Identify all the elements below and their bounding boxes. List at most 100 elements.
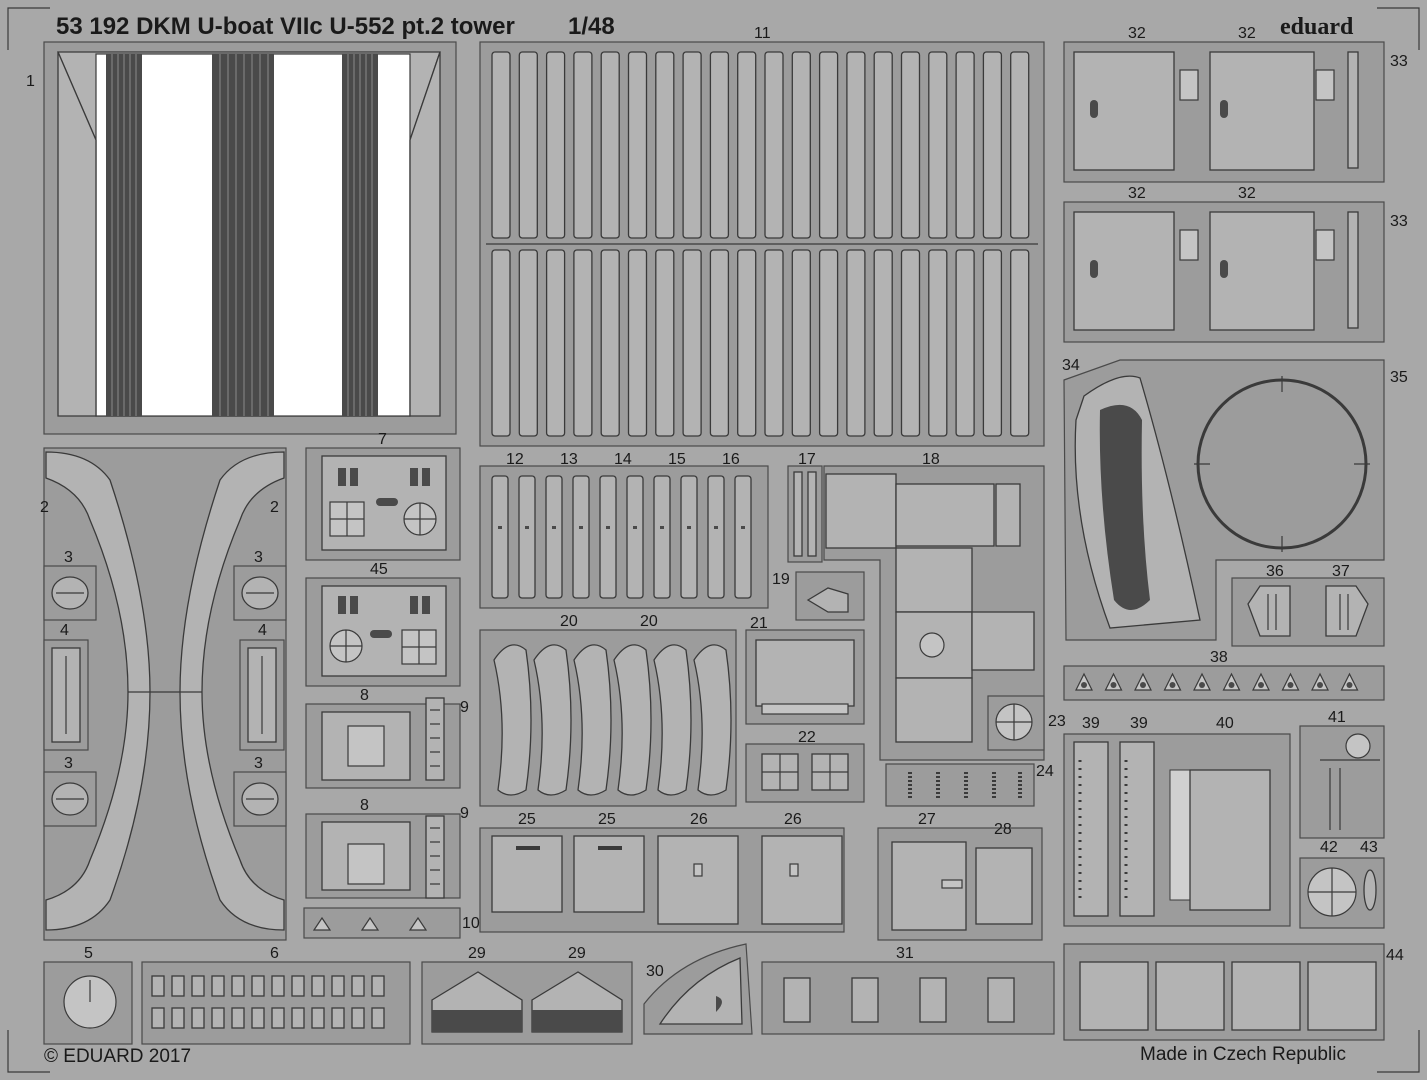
label-25a: 25 — [518, 811, 536, 828]
part-22-frames — [745, 743, 865, 803]
clip-hole — [1169, 682, 1176, 688]
clip-hole — [1140, 682, 1146, 688]
part-18-assembly — [823, 465, 1045, 761]
label-39b: 39 — [1130, 715, 1148, 732]
strip-12-16 — [626, 475, 644, 599]
strip-11 — [655, 51, 675, 239]
part-29-plates — [421, 961, 633, 1045]
strip-11 — [955, 249, 975, 437]
strip-notch — [552, 526, 556, 529]
label-40: 40 — [1216, 715, 1234, 732]
plate-20 — [493, 644, 532, 796]
strip-11 — [709, 249, 730, 437]
label-43: 43 — [1360, 839, 1378, 856]
strip-notch — [498, 526, 502, 529]
label-39a: 39 — [1082, 715, 1100, 732]
strip-11 — [791, 249, 811, 437]
label-27: 27 — [918, 811, 936, 828]
strip-notch — [579, 526, 583, 529]
strip-12-16 — [599, 475, 617, 599]
label-31: 31 — [896, 945, 914, 962]
part-12-16-strips — [491, 475, 752, 599]
strip-notch — [525, 526, 529, 529]
strip-11 — [764, 249, 784, 437]
strip-11 — [873, 249, 893, 437]
fret-scale: 1/48 — [568, 13, 615, 40]
label-5: 5 — [84, 945, 93, 962]
part-8-9-lower — [305, 813, 461, 899]
fret-title: 53 192 DKM U-boat VIIc U-552 pt.2 tower — [56, 13, 515, 40]
part-39-40-assembly — [1063, 733, 1291, 927]
strip-11 — [682, 249, 702, 437]
label-22: 22 — [798, 729, 816, 746]
label-11: 11 — [754, 25, 771, 42]
label-12: 12 — [506, 451, 524, 468]
strip-12-16 — [491, 475, 509, 599]
plate-20 — [573, 644, 612, 796]
label-16: 16 — [722, 451, 740, 468]
label-41: 41 — [1328, 709, 1346, 726]
label-36: 36 — [1266, 563, 1284, 580]
label-33a: 33 — [1390, 53, 1408, 70]
strip-12-16 — [572, 475, 590, 599]
part-34-35-assembly — [1063, 359, 1385, 641]
part-4-brackets — [43, 639, 285, 751]
label-15: 15 — [668, 451, 686, 468]
label-17: 17 — [798, 451, 816, 468]
label-4a: 4 — [60, 622, 69, 639]
strip-11 — [737, 51, 757, 239]
clip-hole — [1317, 682, 1323, 688]
strip-11 — [900, 249, 921, 437]
strip-11 — [573, 249, 593, 437]
strip-11 — [846, 51, 866, 239]
part-7-panel — [305, 447, 461, 561]
strip-notch — [714, 526, 718, 529]
strip-notch — [741, 526, 745, 529]
label-7: 7 — [378, 431, 387, 448]
strip-11 — [545, 249, 566, 437]
clip-hole — [1346, 682, 1353, 688]
label-33b: 33 — [1390, 213, 1408, 230]
strip-11 — [491, 249, 511, 437]
strip-11 — [627, 249, 648, 437]
label-38: 38 — [1210, 649, 1228, 666]
clip-hole — [1228, 682, 1235, 688]
strip-11 — [818, 249, 839, 437]
part-25-26-frame — [479, 827, 845, 933]
strip-11 — [709, 51, 730, 239]
label-29a: 29 — [468, 945, 486, 962]
strip-11 — [928, 249, 948, 437]
label-44: 44 — [1386, 947, 1404, 964]
label-30: 30 — [646, 963, 664, 980]
label-21: 21 — [750, 615, 768, 632]
label-14: 14 — [614, 451, 632, 468]
label-1: 1 — [26, 73, 35, 90]
strip-11 — [982, 249, 1003, 437]
label-26a: 26 — [690, 811, 708, 828]
label-4b: 4 — [258, 622, 267, 639]
part-36-37-vents — [1231, 577, 1385, 647]
label-20a: 20 — [560, 613, 578, 630]
corner-marks — [7, 7, 1420, 1073]
strip-11 — [573, 51, 593, 239]
label-26b: 26 — [784, 811, 802, 828]
label-32a: 32 — [1128, 25, 1146, 42]
label-3d: 3 — [254, 755, 263, 772]
label-19: 19 — [772, 571, 790, 588]
part-38-clips — [1075, 672, 1359, 691]
label-32b: 32 — [1238, 25, 1256, 42]
part-45-panel — [305, 577, 461, 687]
label-9a: 9 — [460, 699, 469, 716]
strip-11 — [900, 51, 921, 239]
label-9b: 9 — [460, 805, 469, 822]
label-35: 35 — [1390, 369, 1408, 386]
label-8b: 8 — [360, 797, 369, 814]
strip-12-16 — [653, 475, 671, 599]
label-25b: 25 — [598, 811, 616, 828]
strip-11 — [491, 51, 511, 239]
strip-12-16 — [518, 475, 536, 599]
label-29b: 29 — [568, 945, 586, 962]
label-45: 45 — [370, 561, 388, 578]
clip-hole — [1110, 682, 1117, 688]
label-8a: 8 — [360, 687, 369, 704]
